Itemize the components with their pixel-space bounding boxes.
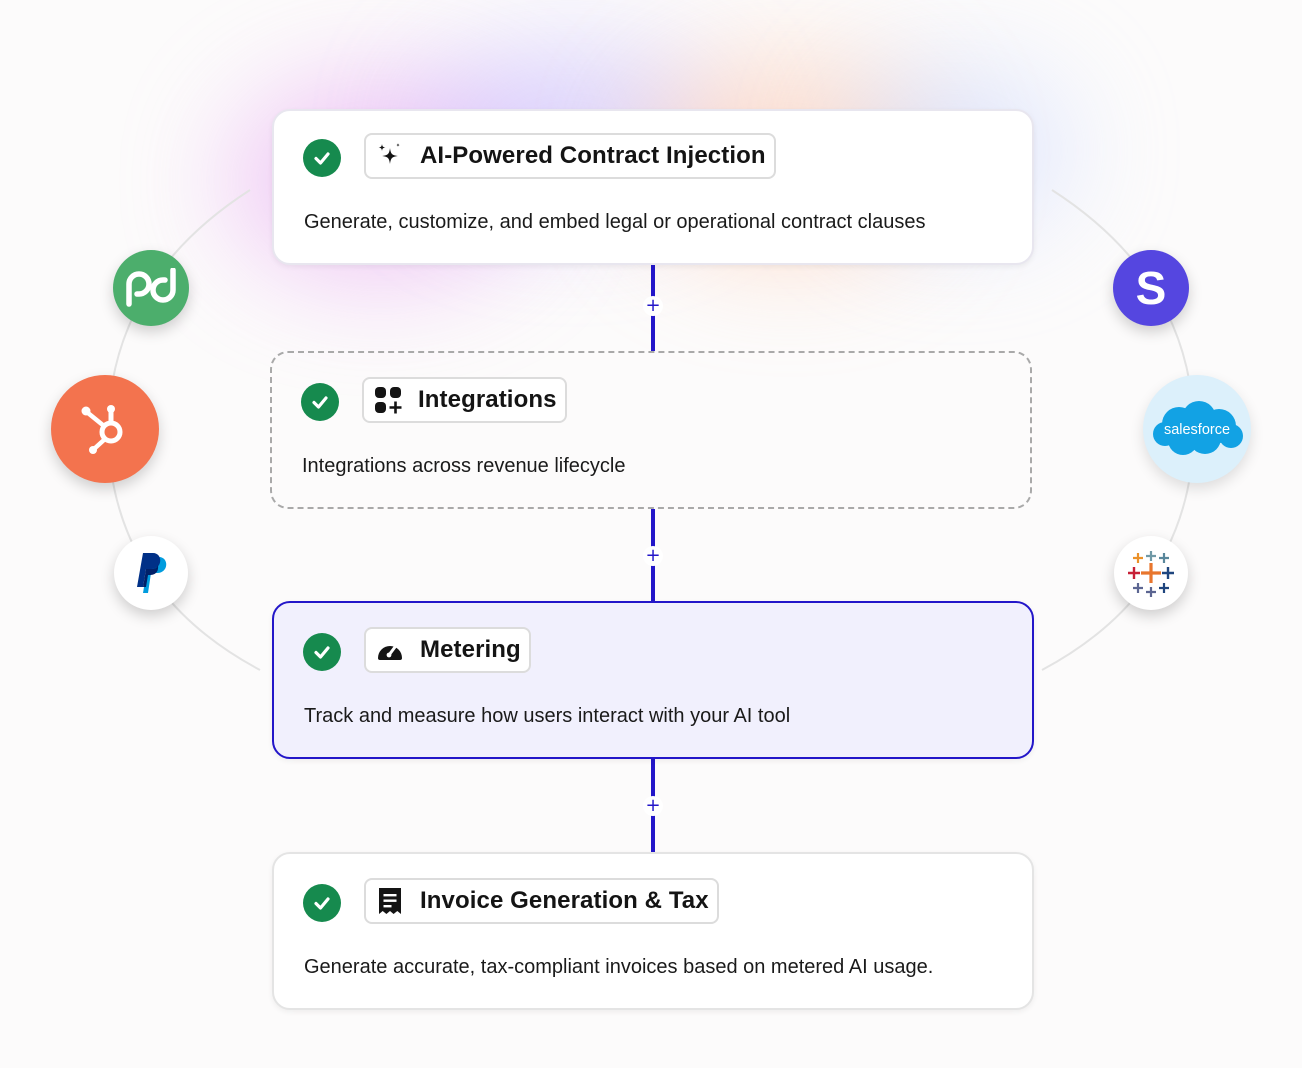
check-circle-icon (301, 383, 339, 421)
paypal-logo[interactable] (114, 536, 188, 610)
add-step-button-3[interactable]: + (643, 796, 663, 816)
step-card-metering[interactable]: Metering Track and measure how users int… (272, 601, 1034, 759)
apps-add-icon (374, 386, 402, 414)
pandadoc-logo[interactable] (113, 250, 189, 326)
step-title-pill: Invoice Generation & Tax (364, 878, 719, 924)
step-description: Generate accurate, tax-compliant invoice… (304, 956, 934, 978)
step-description: Integrations across revenue lifecycle (302, 455, 626, 477)
check-circle-icon (303, 139, 341, 177)
step-title: Integrations (418, 386, 557, 413)
step-title-pill: AI-Powered Contract Injection (364, 133, 776, 179)
step-card-contract-injection[interactable]: AI-Powered Contract Injection Generate, … (272, 109, 1034, 265)
step-description: Track and measure how users interact wit… (304, 705, 791, 727)
step-title-pill: Metering (364, 627, 531, 673)
salesforce-logo-text: salesforce (1164, 422, 1230, 438)
add-step-button-1[interactable]: + (643, 296, 663, 316)
hubspot-logo[interactable] (51, 375, 159, 483)
speedometer-icon (376, 636, 404, 664)
salesforce-logo[interactable]: salesforce (1143, 375, 1251, 483)
step-title: AI-Powered Contract Injection (420, 142, 766, 169)
step-title: Metering (420, 636, 521, 663)
step-card-invoice[interactable]: Invoice Generation & Tax Generate accura… (272, 852, 1034, 1010)
stripe-logo[interactable]: S (1113, 250, 1189, 326)
check-circle-icon (303, 633, 341, 671)
step-description: Generate, customize, and embed legal or … (304, 211, 926, 233)
step-card-integrations[interactable]: Integrations Integrations across revenue… (270, 351, 1032, 509)
check-circle-icon (303, 884, 341, 922)
tableau-logo[interactable] (1114, 536, 1188, 610)
step-title-pill: Integrations (362, 377, 567, 423)
receipt-icon (376, 887, 404, 915)
add-step-button-2[interactable]: + (643, 546, 663, 566)
stripe-logo-letter: S (1136, 264, 1167, 312)
sparkles-icon (376, 142, 404, 170)
step-title: Invoice Generation & Tax (420, 887, 709, 914)
